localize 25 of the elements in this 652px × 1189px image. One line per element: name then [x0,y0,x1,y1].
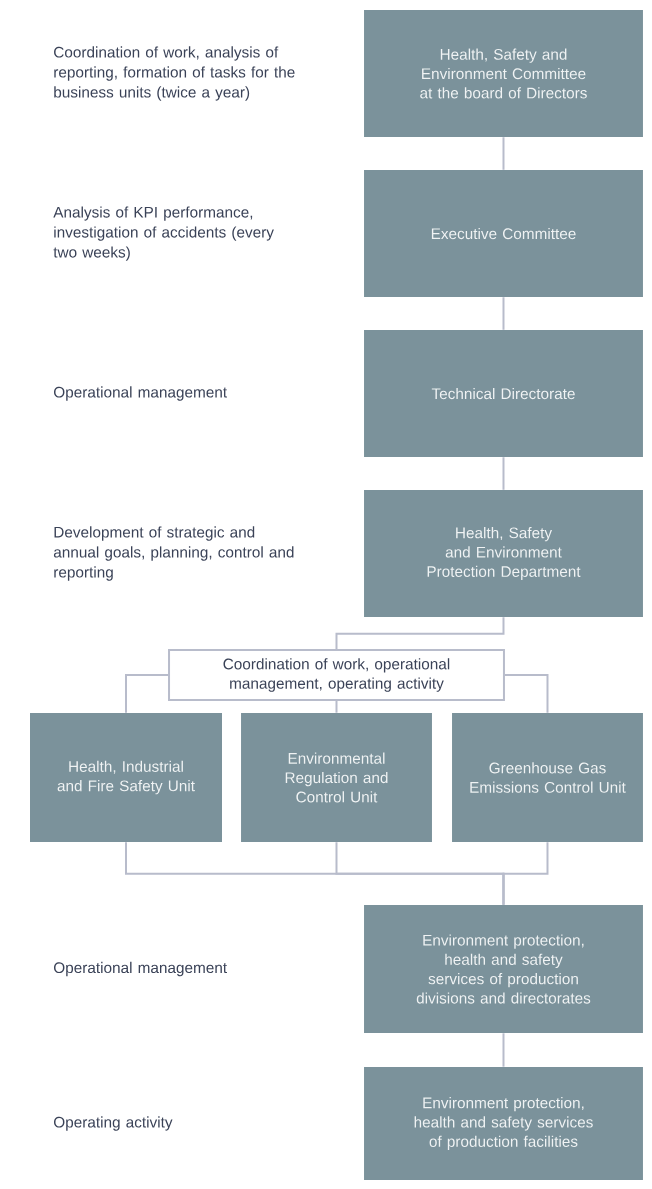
connector-line [125,674,170,714]
org-box: Technical Directorate [364,330,643,457]
side-note: Operational management [54,386,227,401]
org-box: Executive Committee [364,170,643,297]
connector-line [502,456,505,491]
org-box: Health, Safety and Environment Committee at the board of Directors [364,10,643,137]
org-box: Environment protection, health and safety services of production facilities [364,1066,643,1181]
org-box: Environmental Regulation and Control Unit [241,712,432,843]
connector-line [502,841,549,906]
connector-line [502,296,505,331]
side-note: Coordination of work, analysis of reporting, formation of tasks for the business units (twice a year) [54,46,295,101]
side-note: Operating activity [54,1116,173,1131]
side-note: Analysis of KPI performance, investigation of accidents (every two weeks) [53,206,274,261]
side-note: Operational management [54,961,227,977]
org-box: Health, Industrial and Fire Safety Unit [30,712,222,843]
org-box: Health, Safety and Environment Protection Department [364,490,643,617]
connector-line [503,674,549,714]
org-box: Environment protection, health and safety services of production divisions and directorates [364,905,643,1033]
coordination-box: Coordination of work, operational management, operating activity [168,649,505,701]
org-box: Greenhouse Gas Emissions Control Unit [452,712,643,843]
connector-line [335,700,338,714]
side-note: Development of strategic and annual goals, planning, control and reporting [53,526,294,581]
connector-line [335,616,505,650]
connector-line [502,136,505,171]
connector-line [502,1032,505,1068]
